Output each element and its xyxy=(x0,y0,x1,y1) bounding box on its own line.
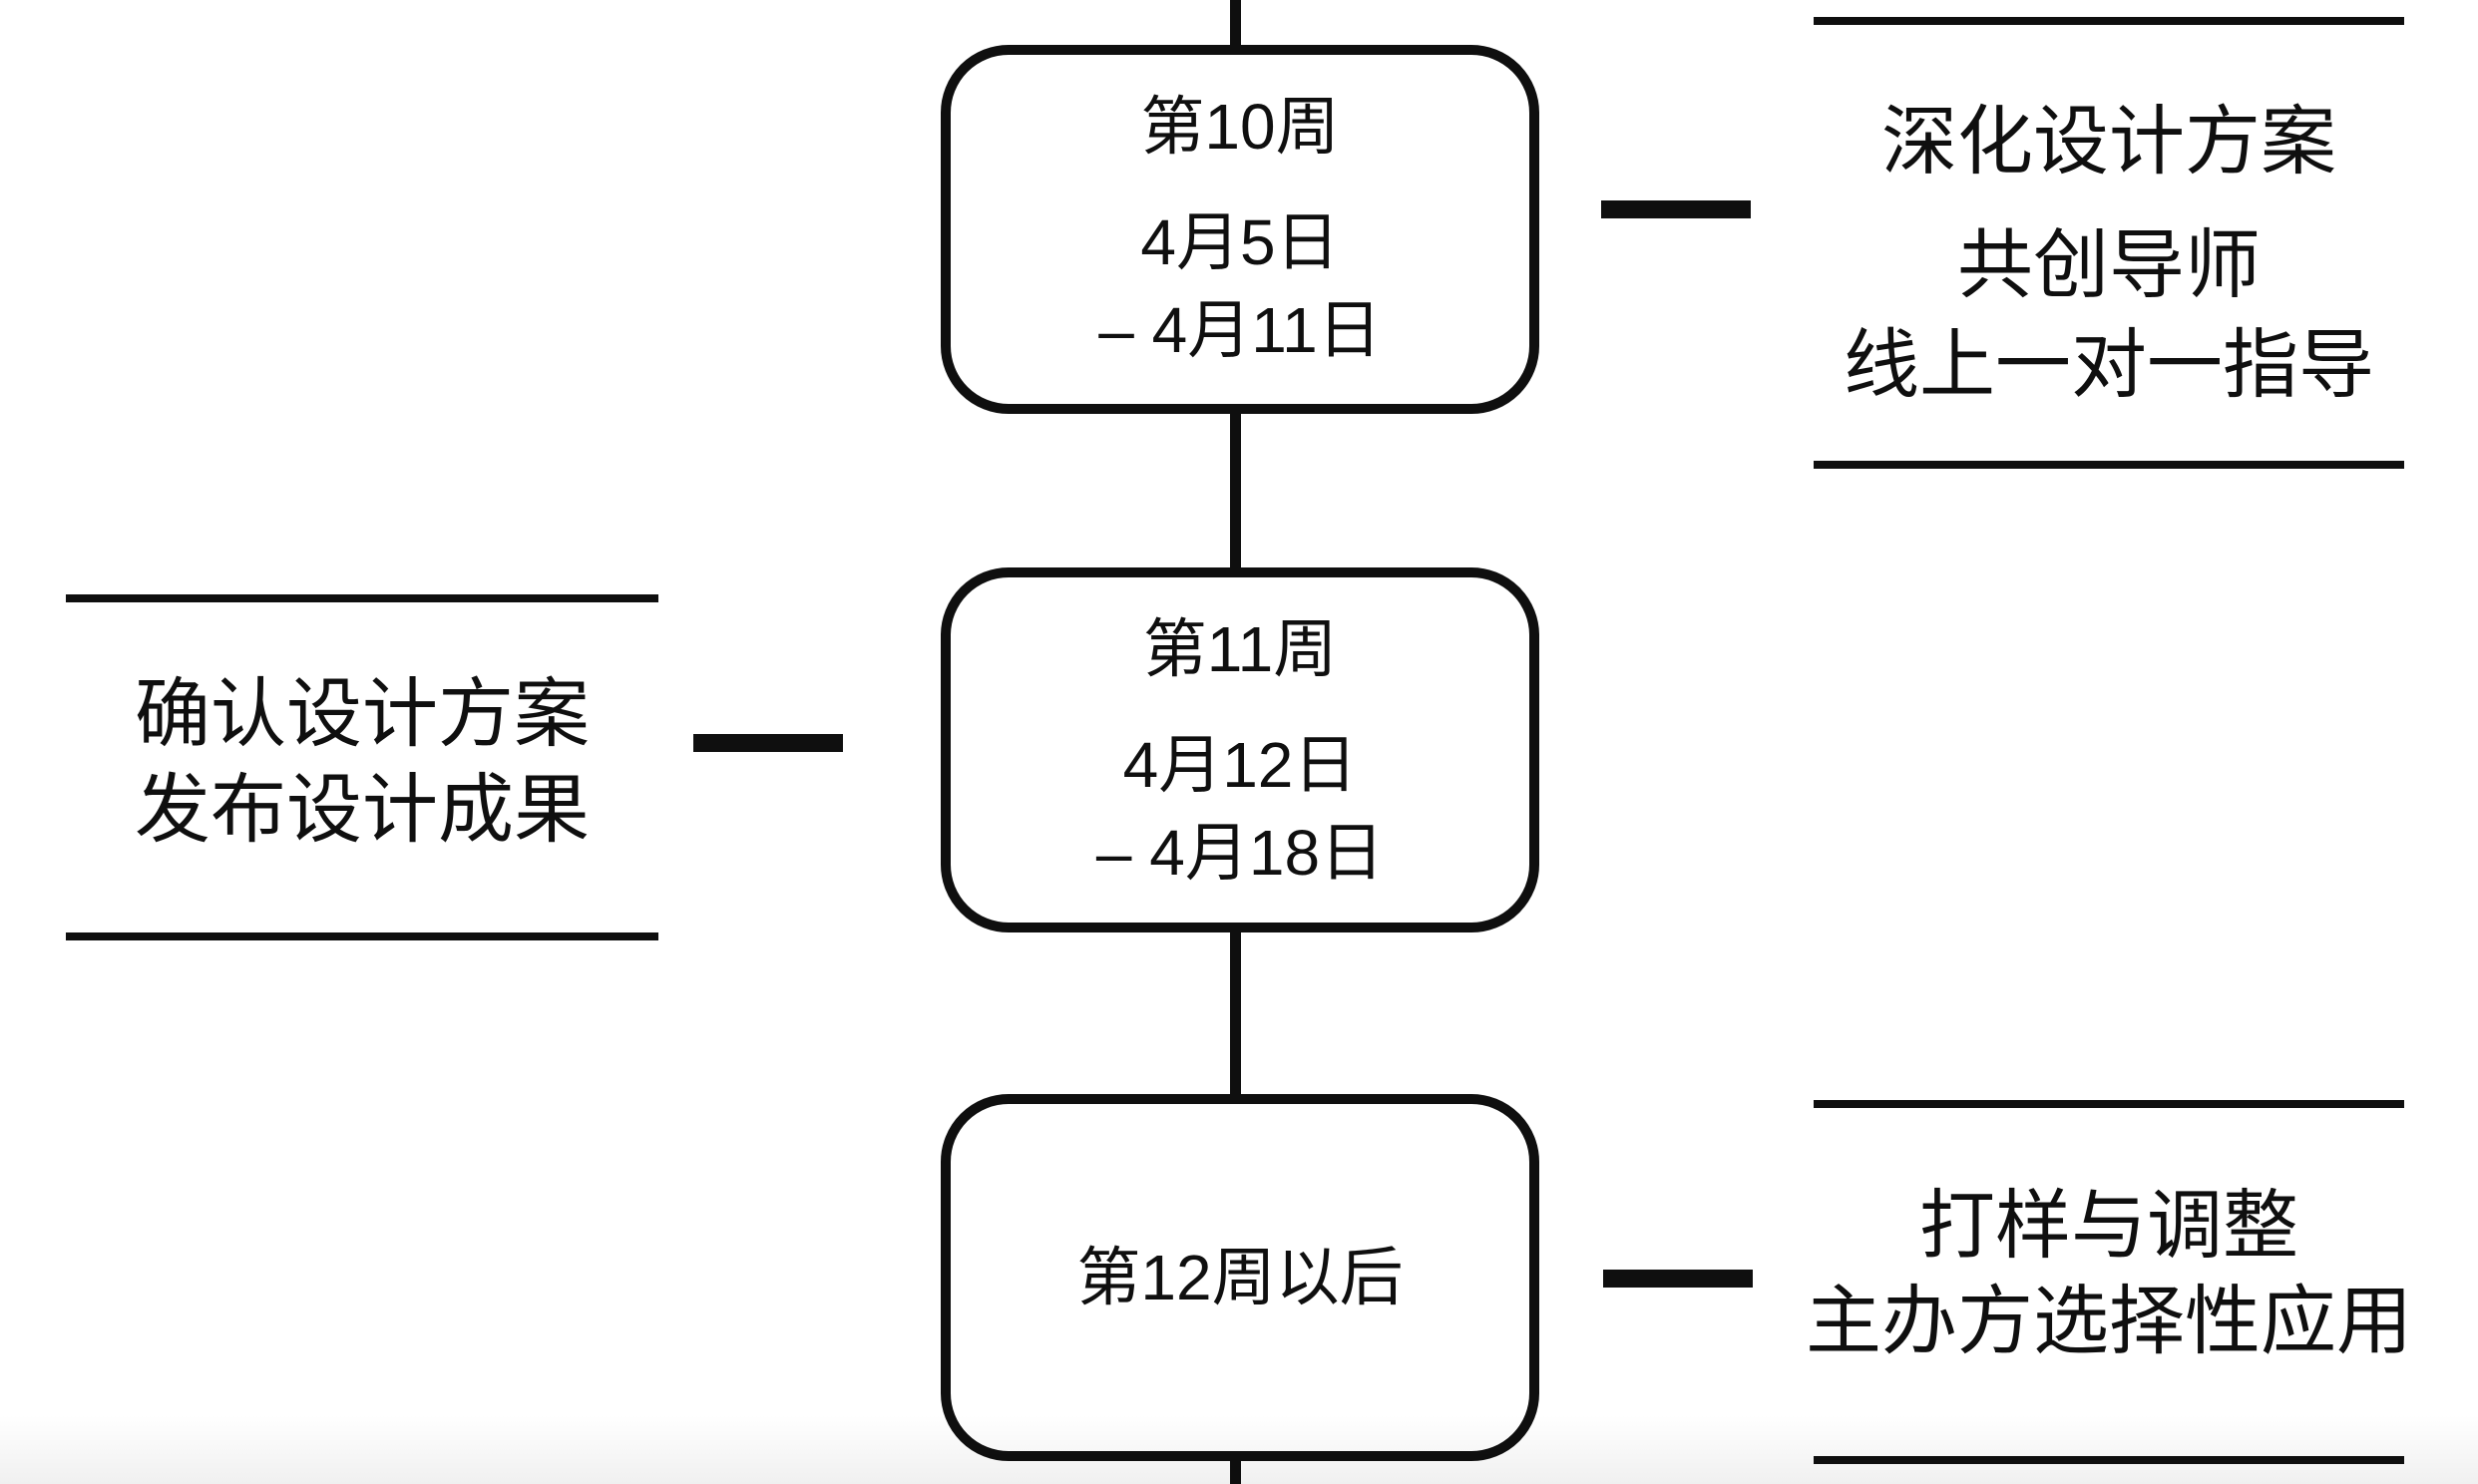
annotation-week11: 确认设计方案 发布设计成果 xyxy=(66,594,658,940)
annotation-rule-bottom xyxy=(1814,461,2404,469)
node-date-start: 4月12日 xyxy=(1122,729,1358,801)
annotation-line: 打样与调整 xyxy=(1919,1184,2298,1269)
annotation-body: 共创导师 线上一对一指导 xyxy=(1844,216,2374,416)
annotation-body: 确认设计方案 发布设计成果 xyxy=(135,667,590,859)
node-date-start: 4月5日 xyxy=(1140,206,1340,278)
annotation-rule-bottom xyxy=(1814,1456,2404,1464)
annotation-rule-bottom xyxy=(66,932,658,940)
annotation-line: 发布设计成果 xyxy=(135,768,590,853)
node-title: 第12周以后 xyxy=(1076,1242,1404,1313)
connector-dash-week10 xyxy=(1601,200,1751,218)
annotation-body: 打样与调整 主办方选择性应用 xyxy=(1806,1179,2412,1370)
node-title: 第11周 xyxy=(1142,613,1338,685)
annotation-rule-top xyxy=(66,594,658,602)
annotation-line: 确认设计方案 xyxy=(135,672,590,757)
timeline-node-week11: 第11周 4月12日 – 4月18日 xyxy=(941,567,1539,932)
node-date-end: – 4月18日 xyxy=(1095,817,1385,889)
node-date-range: 4月12日 – 4月18日 xyxy=(1096,721,1384,897)
node-title: 第10周 xyxy=(1140,91,1340,163)
annotation-line: 线上一对一指导 xyxy=(1844,323,2374,408)
timeline-node-week10: 第10周 4月5日 – 4月11日 xyxy=(941,45,1539,414)
node-date-end: – 4月11日 xyxy=(1098,294,1382,366)
annotation-rule-top xyxy=(1814,1100,2404,1108)
connector-dash-week11 xyxy=(693,734,843,752)
annotation-week10: 深化设计方案 共创导师 线上一对一指导 xyxy=(1814,17,2404,469)
node-date-range: 4月5日 – 4月11日 xyxy=(1098,198,1381,374)
annotation-title: 深化设计方案 xyxy=(1881,100,2336,185)
annotation-line: 主办方选择性应用 xyxy=(1806,1280,2412,1364)
timeline-node-week12-plus: 第12周以后 xyxy=(941,1094,1539,1461)
connector-dash-week12-plus xyxy=(1603,1270,1753,1288)
annotation-week12-plus: 打样与调整 主办方选择性应用 xyxy=(1806,1100,2412,1464)
annotation-rule-top xyxy=(1814,17,2404,25)
annotation-line: 共创导师 xyxy=(1957,223,2261,308)
